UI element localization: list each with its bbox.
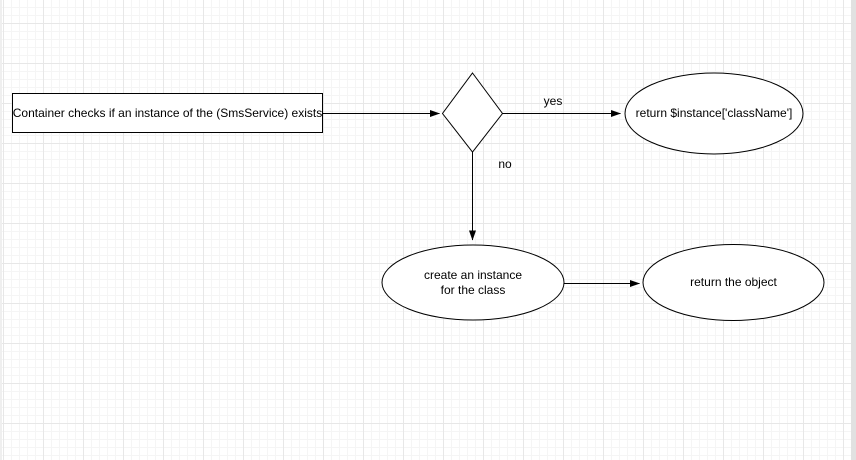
process-node-label[interactable]: Container checks if an instance of the (…	[12, 105, 323, 120]
decision-diamond-shape[interactable]	[441, 72, 504, 153]
create-instance-node-shape[interactable]	[381, 244, 565, 321]
vertical-scrollbar[interactable]	[851, 0, 856, 460]
return-instance-node-shape[interactable]	[624, 72, 804, 155]
return-object-node-label[interactable]: return the object	[690, 275, 777, 289]
return-instance-node-label[interactable]: return $instance['className']	[635, 106, 793, 120]
process-node-shape[interactable]	[12, 93, 323, 133]
create-instance-node-label[interactable]: create an instance for the class	[382, 245, 564, 320]
edge-label-yes[interactable]: yes	[543, 93, 563, 108]
canvas-left-edge	[0, 0, 2, 460]
edge-label-no[interactable]: no	[498, 156, 512, 171]
return-object-node-shape[interactable]	[642, 244, 825, 321]
create-instance-node-label-text: create an instance for the class	[423, 267, 523, 297]
